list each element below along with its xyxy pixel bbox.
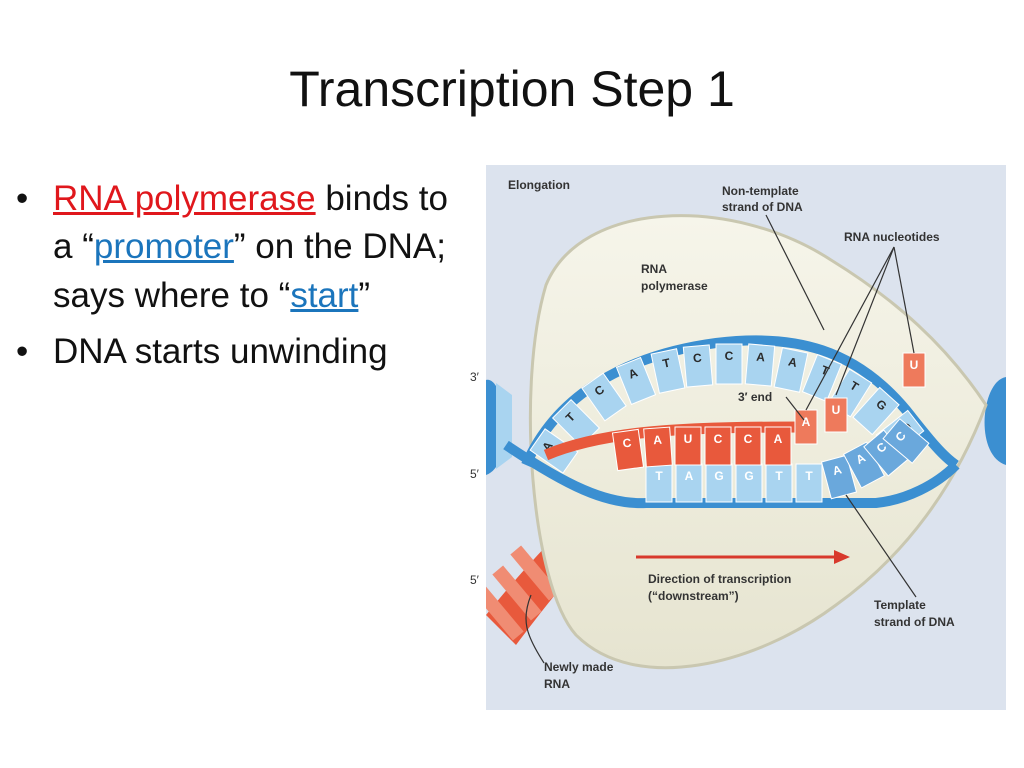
label-template-line1: Template — [874, 598, 926, 612]
non-template-base: C — [581, 372, 627, 422]
non-template-base-letter: A — [787, 354, 799, 370]
close-quote: ” — [358, 275, 371, 315]
template-base: T — [765, 463, 793, 503]
bullet-list: • RNA polymerase binds to a “promoter” o… — [8, 175, 463, 384]
template-backbone — [503, 440, 960, 509]
template-base: T — [795, 463, 823, 503]
incoming-nucleotide: U — [824, 397, 848, 433]
non-template-base: C — [682, 344, 714, 388]
template-base-letter: A — [685, 469, 694, 483]
start-link[interactable]: start — [290, 275, 359, 315]
rna-base-letter: A — [774, 432, 783, 446]
open-quote: “ — [278, 275, 291, 315]
label-direction-line2: (“downstream”) — [648, 589, 739, 603]
label-elongation: Elongation — [508, 178, 570, 192]
label-direction-line1: Direction of transcription — [648, 572, 791, 586]
template-base: T — [645, 463, 673, 503]
rna-base-letter: C — [744, 432, 753, 446]
non-template-base: T — [551, 398, 601, 448]
bullet-marker: • — [16, 331, 29, 371]
rna-base-letter: U — [684, 432, 693, 446]
template-base: A — [820, 454, 858, 500]
template-base-letter: G — [744, 469, 753, 483]
rna-base-letter: A — [653, 433, 663, 448]
template-base: C — [863, 429, 909, 477]
bullet-text: ” on the DNA; says where to — [53, 227, 446, 315]
non-template-base-letter: T — [661, 355, 672, 370]
template-base-letter: G — [714, 469, 723, 483]
rna-polymerase-link[interactable]: RNA polymerase — [53, 179, 316, 218]
template-base: A — [675, 463, 703, 503]
rna-base-letter: C — [622, 435, 633, 450]
template-base: G — [705, 463, 733, 503]
label-5-prime-dna: 5′ — [470, 467, 479, 481]
label-rna-polymerase-line1: RNA — [641, 262, 667, 276]
label-5-prime-rna: 5′ — [470, 573, 479, 587]
rna-base: A — [764, 426, 792, 466]
open-quote: “ — [82, 227, 94, 267]
rna-base: A — [643, 426, 673, 468]
template-base: A — [842, 441, 886, 489]
direction-arrow-head — [834, 550, 850, 564]
incoming-nucleotide: U — [902, 352, 926, 388]
non-template-base: A — [615, 356, 657, 406]
incoming-nucleotide-letter: A — [802, 415, 811, 429]
template-base: G — [735, 463, 763, 503]
non-template-base-letter: C — [725, 349, 734, 363]
non-template-base: C — [715, 343, 743, 385]
label-newly-made-line1: Newly made — [544, 660, 614, 674]
label-rna-nucleotides: RNA nucleotides — [844, 230, 940, 244]
template-base-letter: T — [655, 469, 663, 483]
label-3-prime-end: 3′ end — [738, 390, 772, 404]
template-base-letter: T — [805, 469, 813, 483]
leader-lines — [525, 214, 917, 664]
template-base-letter: A — [831, 462, 843, 478]
bullet-text: DNA starts unwinding — [53, 331, 388, 371]
non-template-base: T — [650, 348, 686, 394]
label-template-line2: strand of DNA — [874, 615, 955, 629]
rna-exit-bases — [486, 545, 560, 641]
slide-title: Transcription Step 1 — [289, 61, 735, 117]
non-template-base-letter: C — [692, 351, 702, 366]
label-non-template-line1: Non-template — [722, 184, 799, 198]
bullet-marker: • — [16, 179, 29, 218]
rna-base: U — [674, 426, 702, 466]
label-non-template-line2: strand of DNA — [722, 200, 803, 214]
incoming-nucleotide-letter: U — [910, 358, 919, 372]
template-base-letter: T — [775, 469, 783, 483]
non-template-base: A — [744, 343, 776, 387]
label-3-prime: 3′ — [470, 370, 479, 384]
dna-left-end-inner — [496, 383, 512, 469]
incoming-nucleotide-letter: U — [832, 403, 841, 417]
bullet-text: binds to a — [53, 179, 448, 267]
rna-base-letter: C — [714, 432, 723, 446]
bullet-item-rna-polymerase: • RNA polymerase binds to a “promoter” o… — [8, 175, 463, 320]
label-rna-polymerase-line2: polymerase — [641, 279, 708, 293]
rna-base: C — [611, 428, 645, 472]
non-template-base: T — [801, 353, 843, 403]
dna-right-end — [984, 377, 1006, 465]
non-template-base: G — [852, 386, 900, 436]
non-template-base: A — [773, 347, 809, 393]
non-template-base-letter: A — [756, 350, 766, 365]
incoming-nucleotides: A U U — [794, 352, 926, 445]
rna-base: C — [734, 426, 762, 466]
bullet-item-dna-unwinding: • DNA starts unwinding — [8, 328, 463, 376]
rna-base: C — [704, 426, 732, 466]
incoming-nucleotide: A — [794, 409, 818, 445]
template-base: C — [882, 418, 930, 464]
label-newly-made-line2: RNA — [544, 677, 570, 691]
promoter-link[interactable]: promoter — [93, 227, 234, 267]
